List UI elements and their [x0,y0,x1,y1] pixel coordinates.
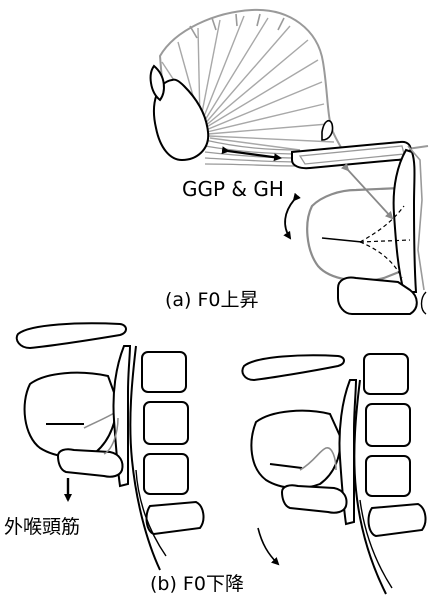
panel-b [17,323,426,594]
hyoid-bone-b-right [242,355,344,380]
cricoid-ring-a [422,292,427,314]
label-external-muscle: 外喉頭筋 [4,512,80,539]
thyroid-cartilage-b-left [25,373,117,457]
epiglottis-a [394,150,416,292]
panel-a [151,10,428,314]
caption-b: (b) F0下降 [150,569,244,596]
diagonal-arrow [348,170,392,218]
rotation-arrow [285,200,294,238]
vertebrae-b-left [142,352,203,534]
curved-arrow [258,528,278,564]
caption-a: (a) F0上昇 [165,285,259,312]
vertebrae-b-right [364,354,425,536]
cricoid-cartilage-b-left [58,449,123,477]
label-ggp-gh: GGP & GH [182,177,284,201]
epiglottis-tip-a [322,121,333,140]
thyroid-cartilage-a [307,188,404,281]
hyoid-bone-b-left [17,323,126,348]
vocal-fold-a [322,238,362,242]
cricoid-cartilage-b-right [282,485,347,513]
thyroid-cartilage-b-right [251,411,340,488]
